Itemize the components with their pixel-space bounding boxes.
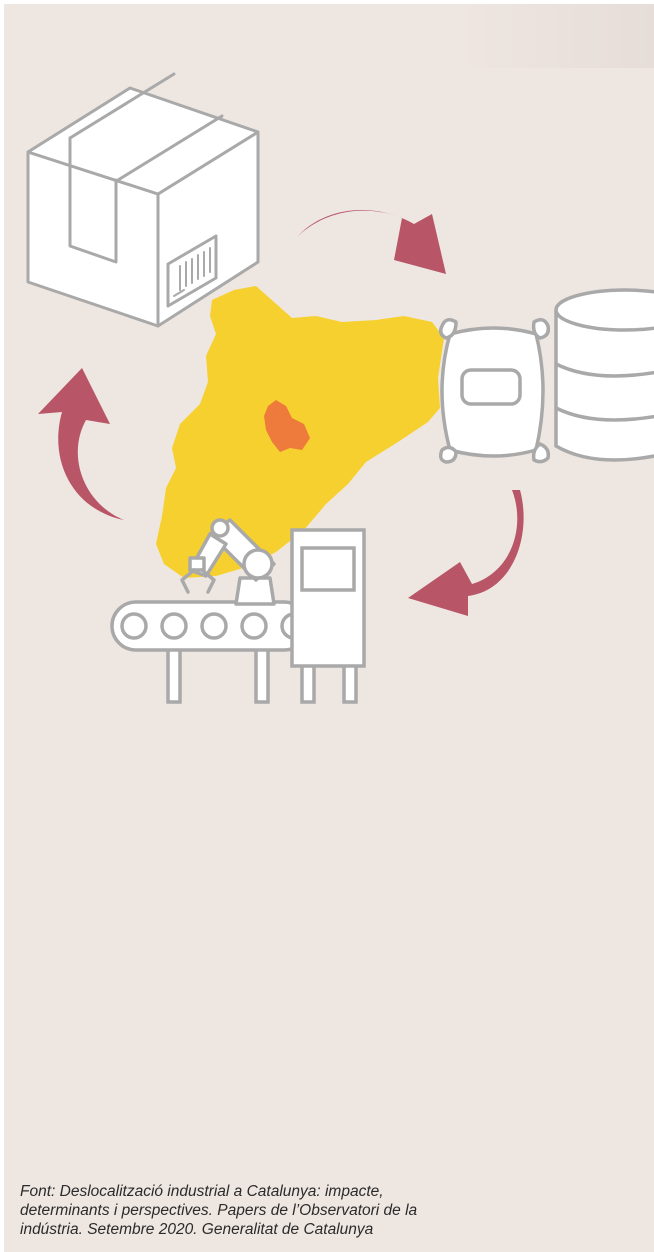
cycle-arrow-icon [38, 368, 124, 520]
cycle-arrow-icon [408, 490, 524, 616]
sack-icon [441, 320, 549, 462]
source-caption: Font: Deslocalització industrial a Catal… [20, 1182, 540, 1239]
machine-icon [292, 530, 364, 702]
source-line-3: indústria. Setembre 2020. Generalitat de… [20, 1221, 373, 1238]
source-line-1: Font: Deslocalització industrial a Catal… [20, 1183, 384, 1200]
cardboard-box-icon [28, 74, 258, 326]
conveyor-belt-icon [112, 602, 308, 702]
barrel-icon [556, 290, 654, 460]
figure-panel: Font: Deslocalització industrial a Catal… [4, 4, 654, 1252]
source-line-2: determinants i perspectives. Papers de l… [20, 1202, 417, 1219]
cycle-arrow-icon [298, 210, 446, 274]
industry-cycle-illustration [4, 4, 654, 724]
